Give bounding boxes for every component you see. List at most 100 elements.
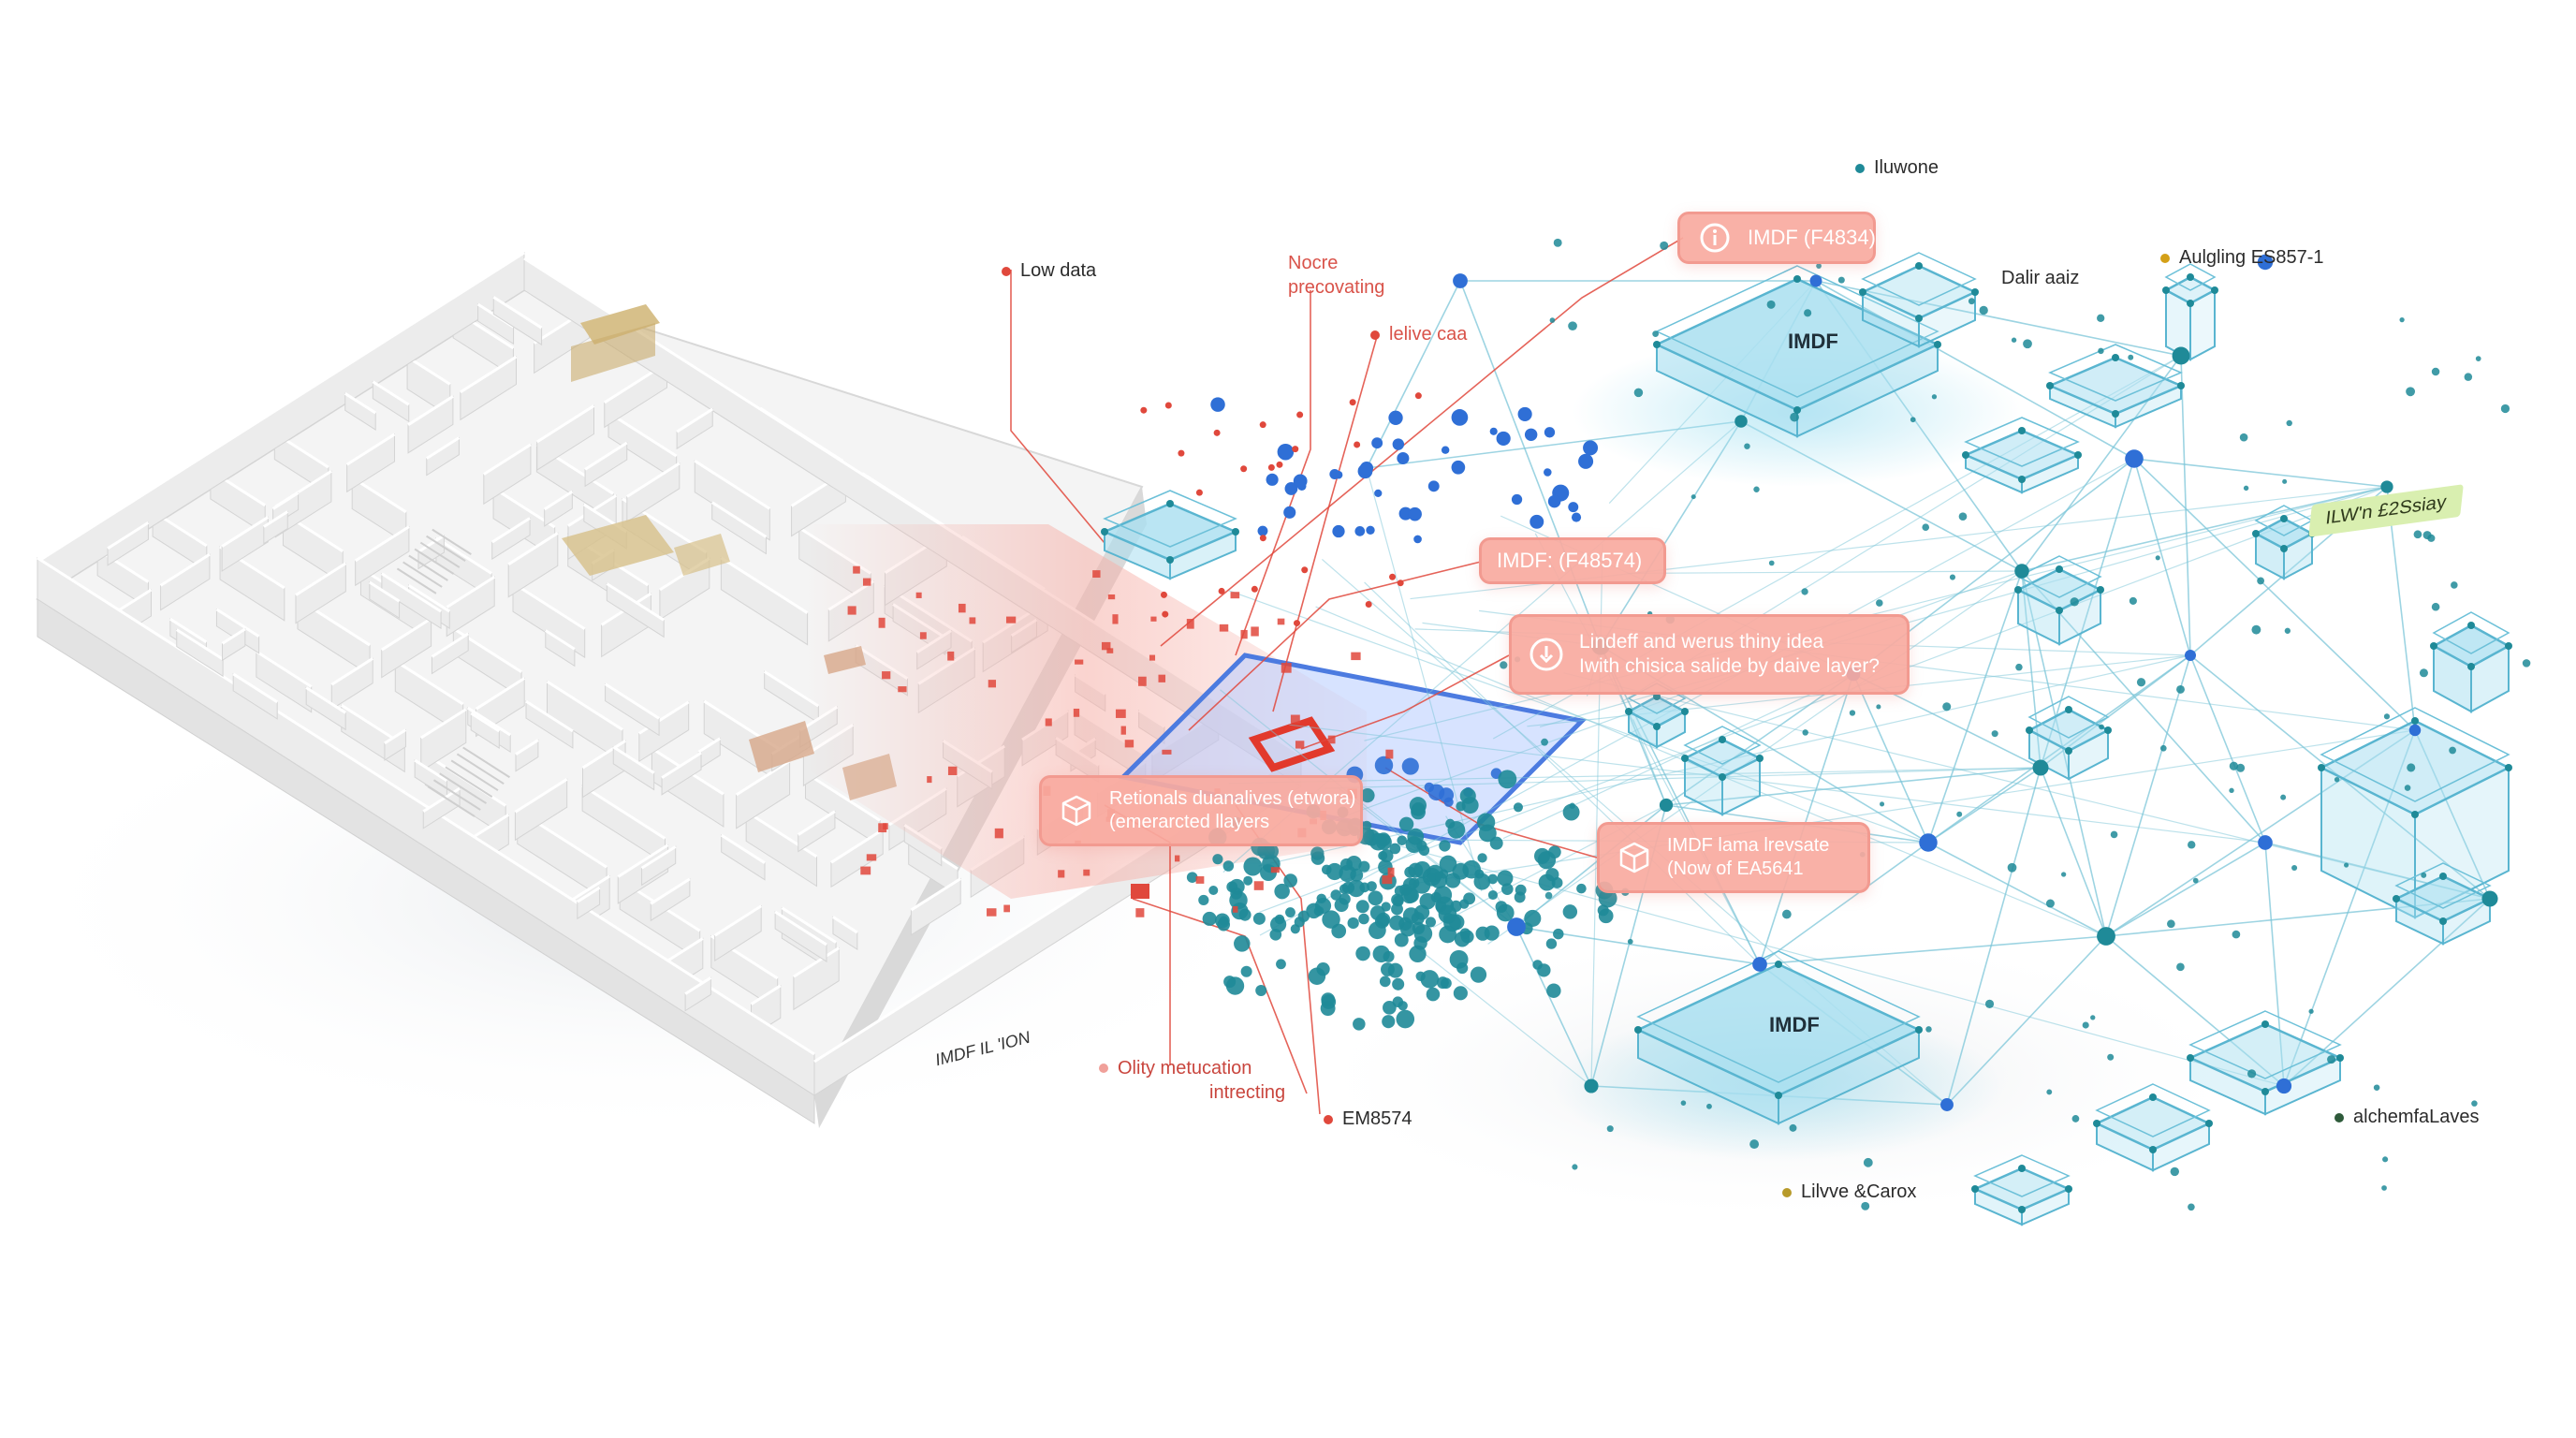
- wall-top: [830, 828, 885, 864]
- network-node: [2176, 684, 2185, 694]
- network-node: [1198, 894, 1209, 906]
- network-node: [2431, 602, 2440, 611]
- network-node: [1255, 984, 1267, 996]
- network-edge: [1563, 672, 2491, 900]
- network-node: [2239, 433, 2248, 442]
- red-node: [1267, 463, 1275, 471]
- box-corner-node: [1859, 288, 1866, 296]
- wall-top: [612, 745, 655, 774]
- network-node: [1332, 524, 1345, 538]
- network-node: [1861, 1201, 1870, 1211]
- network-node: [1359, 882, 1370, 893]
- network-node: [1411, 804, 1426, 820]
- box-corner-node: [2430, 642, 2437, 650]
- hub-node: [1919, 833, 1938, 852]
- box-frame: [1655, 265, 1939, 398]
- wall-top: [774, 910, 827, 946]
- hub-node: [2172, 346, 2190, 365]
- network-edge: [1852, 673, 1929, 844]
- red-marker: [1385, 749, 1394, 759]
- network-edge: [1759, 842, 1929, 965]
- network-node: [1378, 850, 1388, 860]
- red-node: [1213, 429, 1221, 436]
- network-node: [1397, 835, 1408, 846]
- red-connector: [1010, 270, 1105, 544]
- network-node: [1347, 917, 1359, 930]
- large-cube: [2318, 707, 2512, 919]
- network-node: [1353, 1018, 1366, 1031]
- red-connector: [1272, 332, 1379, 712]
- callout-text-line2: (emerarcted llayers: [1109, 812, 1270, 832]
- network-node: [1389, 843, 1401, 855]
- network-node: [2110, 830, 2118, 839]
- box-corner-node: [1971, 288, 1979, 296]
- network-node: [1399, 884, 1412, 896]
- wall-top: [417, 534, 446, 553]
- network-edge: [2133, 458, 2388, 488]
- network-node: [1392, 438, 1405, 450]
- box-corner-node: [2074, 451, 2082, 459]
- red-marker: [853, 565, 860, 574]
- wall-top: [535, 404, 595, 444]
- network-node: [2419, 668, 2428, 678]
- box-frame: [2027, 696, 2110, 739]
- wall-top: [604, 682, 660, 720]
- wall-top: [468, 813, 510, 841]
- box-frame: [2394, 862, 2492, 909]
- network-node: [1284, 482, 1298, 495]
- network-node: [1569, 802, 1575, 809]
- wall-top: [910, 877, 962, 912]
- wall-top: [514, 778, 568, 814]
- network-node: [1439, 925, 1456, 944]
- small-box: [1101, 490, 1239, 580]
- network-node: [1355, 946, 1370, 961]
- network-node: [1361, 820, 1372, 831]
- wall-top: [581, 740, 626, 770]
- network-node: [1562, 803, 1580, 821]
- network-node: [1849, 710, 1856, 716]
- hub-node: [2184, 649, 2197, 662]
- box-corner-node: [2162, 286, 2170, 294]
- network-node: [1208, 885, 1219, 896]
- wall-top: [793, 946, 841, 978]
- network-node: [2449, 746, 2456, 755]
- red-node: [1296, 411, 1304, 418]
- hub-node: [1453, 273, 1468, 288]
- network-node: [2099, 724, 2104, 730]
- network-node: [1243, 857, 1263, 876]
- network-node: [1413, 924, 1433, 943]
- box-corner-node: [2104, 726, 2112, 734]
- hub-node: [1507, 917, 1526, 936]
- network-node: [2011, 337, 2017, 343]
- red-marker: [1277, 618, 1285, 625]
- red-node: [1162, 610, 1169, 618]
- network-node: [2136, 678, 2146, 687]
- network-node: [1544, 427, 1556, 438]
- small-box: [2026, 696, 2112, 781]
- network-node: [1186, 872, 1198, 883]
- network-node: [1419, 892, 1436, 910]
- network-node: [1368, 921, 1386, 940]
- network-edge: [1759, 673, 1854, 965]
- network-edge: [2040, 767, 2107, 937]
- wall-top: [676, 407, 714, 433]
- imdf-box-top: [1653, 265, 1941, 438]
- network-node: [1533, 847, 1550, 864]
- network-edge: [1339, 829, 2285, 1087]
- network-node: [1230, 887, 1243, 900]
- network-node: [1766, 300, 1776, 309]
- box-corner-node: [2149, 1093, 2157, 1101]
- network-node: [1546, 983, 1561, 998]
- small-box: [2393, 862, 2494, 946]
- red-marker: [1175, 855, 1180, 862]
- box-corner-node: [2018, 427, 2026, 434]
- wall-top: [107, 521, 150, 550]
- wall-top: [380, 617, 432, 652]
- network-node: [1347, 879, 1366, 898]
- wall-top: [697, 737, 722, 754]
- box-corner-node: [2014, 586, 2022, 594]
- red-dot-icon: [1002, 266, 1011, 276]
- network-node: [1633, 388, 1644, 398]
- small-box: [2252, 505, 2316, 580]
